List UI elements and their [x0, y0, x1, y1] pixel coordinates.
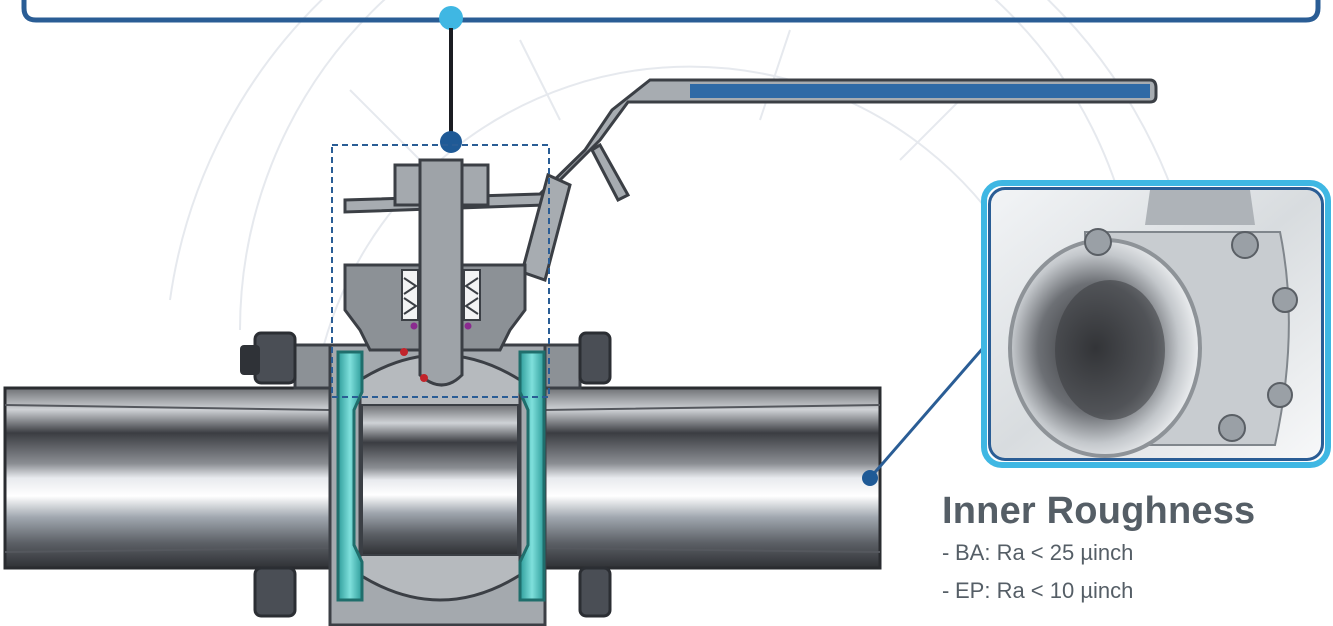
- top-callout-dot: [439, 6, 463, 30]
- valve-photo-inset: [981, 180, 1331, 468]
- stem-highlight-box: [331, 144, 550, 398]
- spec-item-ep: -EP: Ra < 10 µinch: [942, 578, 1134, 603]
- top-callout-frame: [21, 0, 1321, 23]
- pipe-pointer-dot: [862, 470, 878, 486]
- stem-pointer-dot: [440, 131, 462, 153]
- valve-pipe: [3, 386, 882, 570]
- inner-roughness-title: Inner Roughness: [942, 490, 1256, 532]
- roughness-spec-list: -BA: Ra < 25 µinch -EP: Ra < 10 µinch: [942, 540, 1133, 616]
- spec-item-ba: -BA: Ra < 25 µinch: [942, 540, 1134, 565]
- spec-ep-text: EP: Ra < 10 µinch: [955, 578, 1134, 603]
- leader-line-inset: [868, 339, 992, 479]
- spec-ba-text: BA: Ra < 25 µinch: [955, 540, 1134, 565]
- valve-body: [240, 158, 612, 626]
